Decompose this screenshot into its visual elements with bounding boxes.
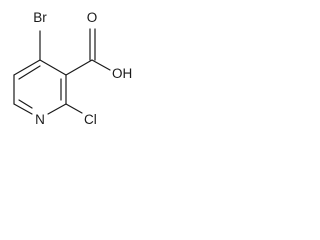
bond-c3-ccooh: [65, 59, 93, 76]
bond-c5-c4: [13, 59, 41, 76]
bond-n-c6-inner: [18, 99, 33, 109]
chemical-structure-diagram: Br O OH N Cl: [13, 10, 132, 127]
bond-c2-n: [47, 103, 67, 115]
bond-lines: [13, 28, 111, 115]
bond-c-oh: [91, 59, 111, 71]
bond-n-c6: [13, 103, 33, 115]
bond-c5-c4-inner: [18, 65, 41, 80]
bond-c4-c3: [39, 59, 67, 76]
atom-label-bromine: Br: [33, 10, 47, 25]
atom-label-chlorine: Cl: [84, 112, 97, 127]
atom-label-carbonyl-oxygen: O: [87, 10, 98, 25]
atom-label-nitrogen: N: [35, 112, 45, 127]
bond-c2-cl: [65, 103, 83, 114]
atom-label-hydroxyl: OH: [112, 66, 132, 81]
